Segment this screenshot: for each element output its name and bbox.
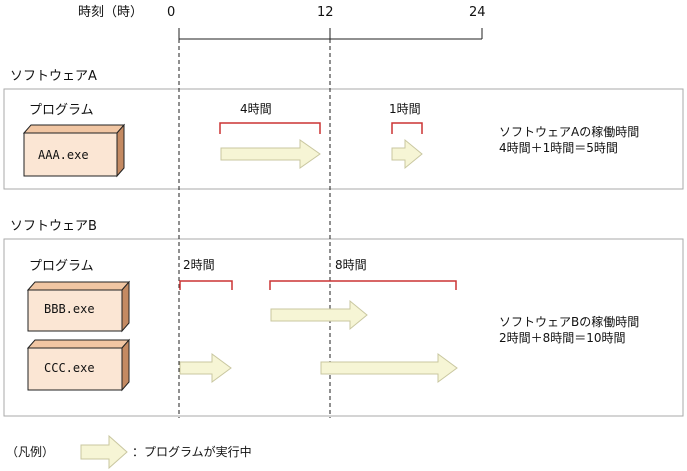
software-a-title: ソフトウェアA: [10, 69, 97, 84]
bracket-b-8h: [269, 280, 457, 290]
program-box-ccc: [26, 338, 131, 392]
axis-tick-label-24: 24: [469, 5, 486, 20]
software-b-title: ソフトウェアB: [10, 219, 97, 234]
axis-tick-label-0: 0: [167, 5, 176, 20]
bracket-b-2h: [179, 280, 233, 290]
program-name-bbb: BBB.exe: [44, 302, 95, 316]
axis-tick-label-12: 12: [317, 5, 334, 20]
axis-title: 時刻（時）: [78, 5, 144, 20]
span-label-a-4h: 4時間: [240, 102, 272, 116]
bracket-a-1h: [391, 122, 423, 134]
legend-label: （凡例）: [6, 445, 55, 459]
program-box-aaa: [22, 123, 126, 178]
legend-arrow: [80, 434, 128, 470]
software-b-program-label: プログラム: [29, 259, 94, 274]
software-b-summary-line2: 2時間＋8時間＝10時間: [499, 331, 626, 345]
program-box-bbb: [26, 280, 131, 333]
run-arrow-ccc-2: [320, 353, 458, 383]
run-arrow-aaa-1: [220, 139, 321, 169]
run-arrow-bbb-1: [270, 299, 368, 331]
span-label-b-2h: 2時間: [183, 258, 215, 272]
run-arrow-ccc-1: [179, 353, 232, 383]
software-a-program-label: プログラム: [29, 103, 94, 118]
span-label-b-8h: 8時間: [335, 258, 367, 272]
software-b-summary-line1: ソフトウェアBの稼働時間: [499, 315, 640, 329]
run-arrow-aaa-2: [391, 138, 423, 170]
legend-text: ：プログラムが実行中: [132, 445, 252, 459]
span-label-a-1h: 1時間: [389, 102, 421, 116]
program-name-ccc: CCC.exe: [44, 361, 95, 375]
software-a-summary-line1: ソフトウェアAの稼働時間: [499, 125, 640, 139]
program-name-aaa: AAA.exe: [38, 148, 89, 162]
software-a-summary-line2: 4時間＋1時間＝5時間: [499, 141, 618, 155]
bracket-a-4h: [219, 122, 321, 134]
